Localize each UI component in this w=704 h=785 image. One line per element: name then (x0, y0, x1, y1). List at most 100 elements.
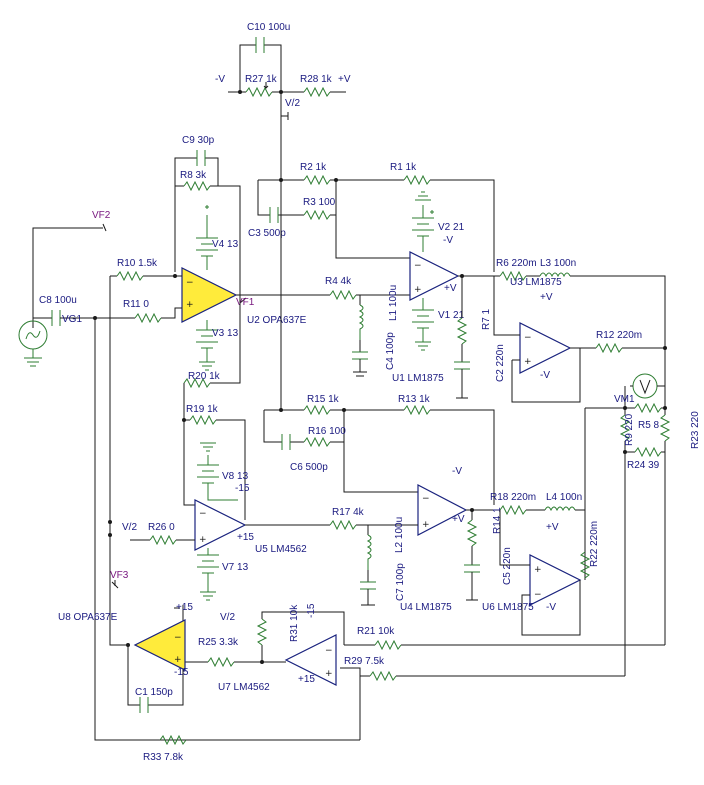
r1-label: R1 1k (390, 162, 417, 173)
l4-label: L4 100n (546, 492, 582, 503)
u3neg-label: -V (540, 370, 550, 381)
p15a-label: +15 (237, 532, 254, 543)
r6-label: R6 220m (496, 258, 537, 269)
c10-label: C10 100u (247, 22, 290, 33)
r20-label: R20 1k (188, 371, 221, 382)
r33-label: R33 7.8k (143, 752, 184, 763)
v3-battery (196, 320, 218, 371)
c6-label: C6 500p (290, 462, 328, 473)
u8-label: U8 OPA637E (58, 612, 118, 623)
v3-label: V3 13 (212, 328, 239, 339)
m15c-label: -15 (174, 667, 189, 678)
u4-input (329, 519, 418, 606)
u7-minus: − (325, 646, 333, 656)
r8-label: R8 3k (180, 170, 207, 181)
u8-opamp[interactable] (133, 619, 186, 671)
u6-opamp[interactable] (529, 554, 582, 606)
v2src-label: V2 21 (438, 222, 465, 233)
u6-minus: − (534, 590, 542, 600)
v1-battery (412, 298, 434, 351)
r13-label: R13 1k (398, 394, 431, 405)
u6-wiring (499, 510, 591, 636)
r23-label: R23 220 (690, 411, 701, 449)
u4-label: U4 LM1875 (400, 602, 452, 613)
l1-label: L1 100u (388, 285, 399, 321)
u1-feedback (257, 174, 495, 272)
u3-opamp[interactable] (519, 322, 572, 374)
r5-label: R5 8 (638, 420, 660, 431)
p15b-label: +15 (176, 602, 193, 613)
c3-label: C3 500p (248, 228, 286, 239)
u3-label: U3 LM1875 (510, 277, 562, 288)
c4-label: C4 100p (385, 332, 396, 370)
v4-label: V4 13 (212, 239, 239, 250)
u2-label: U2 OPA637E (247, 315, 307, 326)
u3-wiring (493, 276, 667, 403)
c5-label: C5 220n (502, 547, 513, 585)
m15b-label: -15 (306, 603, 317, 618)
vg1-label: VG1 (62, 314, 82, 325)
v4-battery (196, 205, 218, 270)
minus-v-top-label: -V (215, 74, 225, 85)
u1-input-network (236, 289, 410, 377)
bottom-network (95, 580, 665, 746)
u1-label: U1 LM1875 (392, 373, 444, 384)
r10-label: R10 1.5k (117, 258, 158, 269)
r15-label: R15 1k (307, 394, 340, 405)
u3-minus: − (524, 333, 532, 343)
r3-label: R3 100 (303, 197, 336, 208)
r22-label: R22 220m (589, 521, 600, 567)
v1pos-label: +V (444, 283, 457, 294)
plus-v-top-label: +V (338, 74, 351, 85)
u5-input (130, 524, 330, 546)
vm1-label: VM1 (614, 394, 635, 405)
u2-minus: − (186, 278, 194, 288)
c1-label: C1 150p (135, 687, 173, 698)
r12-label: R12 220m (596, 330, 642, 341)
m15a-label: -15 (235, 483, 250, 494)
v2-half-top-label: V/2 (285, 98, 300, 109)
u4pos-label: +V (452, 514, 465, 525)
c7-label: C7 100p (395, 563, 406, 601)
r2-label: R2 1k (300, 162, 327, 173)
u7-label: U7 LM4562 (218, 682, 270, 693)
u7-opamp[interactable] (284, 634, 337, 686)
u1-minus: − (414, 261, 422, 271)
v8-battery (197, 442, 238, 501)
r26-label: R26 0 (148, 522, 175, 533)
u1-plus: + (414, 285, 422, 295)
v7-label: V7 13 (222, 562, 249, 573)
r21-label: R21 10k (357, 626, 395, 637)
v2neg-label: -V (443, 235, 453, 246)
r19-label: R19 1k (186, 404, 219, 415)
u1-opamp[interactable] (409, 251, 460, 301)
v2-half-mid-label: V/2 (122, 522, 137, 533)
r4-label: R4 4k (325, 276, 352, 287)
v8-label: V8 13 (222, 471, 249, 482)
u6-label: U6 LM1875 (482, 602, 534, 613)
u4-opamp[interactable] (417, 484, 468, 536)
u4-feedback (263, 182, 495, 505)
v2-battery (412, 191, 434, 252)
vf3-label: VF3 (110, 570, 129, 581)
r18-label: R18 220m (490, 492, 536, 503)
u4-minus: − (422, 494, 430, 504)
u5-plus: + (199, 535, 207, 545)
u8-plus: + (174, 655, 182, 665)
r11-label: R11 0 (123, 299, 149, 310)
u6pos-label: +V (546, 522, 559, 533)
r17-label: R17 4k (332, 507, 365, 518)
v2-half-bot-label: V/2 (220, 612, 235, 623)
l2-label: L2 100u (394, 517, 405, 553)
r28-label: R28 1k (300, 74, 333, 85)
u2-opamp[interactable] (181, 267, 238, 323)
r27-label: R27 1k (245, 74, 278, 85)
v7-battery (197, 548, 219, 601)
r7-label: R7 1 (481, 308, 492, 330)
u5-opamp[interactable] (194, 499, 247, 551)
u3-plus: + (524, 357, 532, 367)
c8-label: C8 100u (39, 295, 77, 306)
v1src-label: V1 21 (438, 310, 465, 321)
u4-output (464, 504, 586, 601)
